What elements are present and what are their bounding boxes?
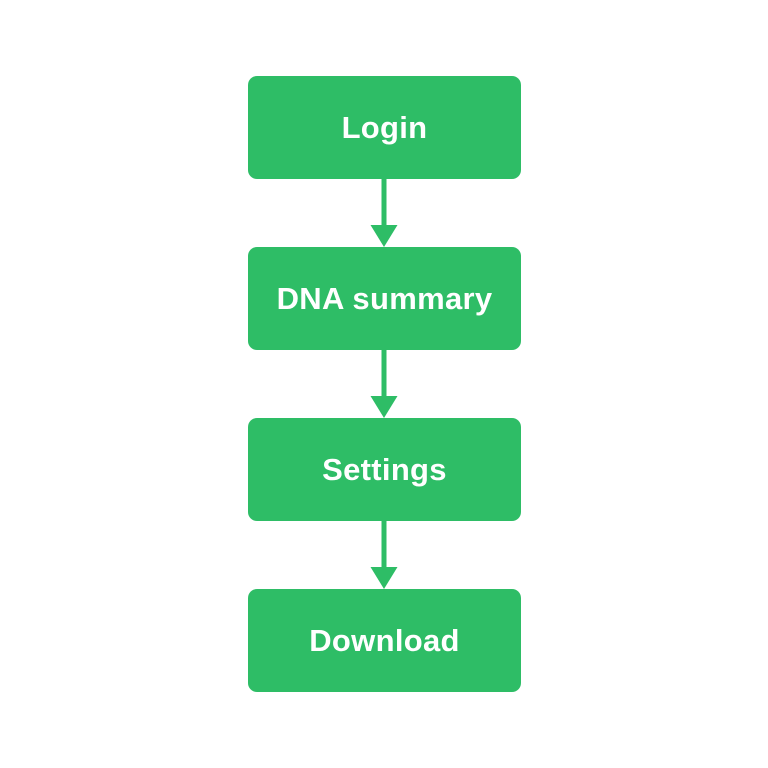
arrow-down-icon <box>370 179 398 247</box>
flow-node-dna-summary: DNA summary <box>248 247 521 350</box>
arrow-down-icon <box>370 350 398 418</box>
arrow-down-icon <box>370 521 398 589</box>
flow-node-download: Download <box>248 589 521 692</box>
flow-node-settings: Settings <box>248 418 521 521</box>
flow-node-login: Login <box>248 76 521 179</box>
